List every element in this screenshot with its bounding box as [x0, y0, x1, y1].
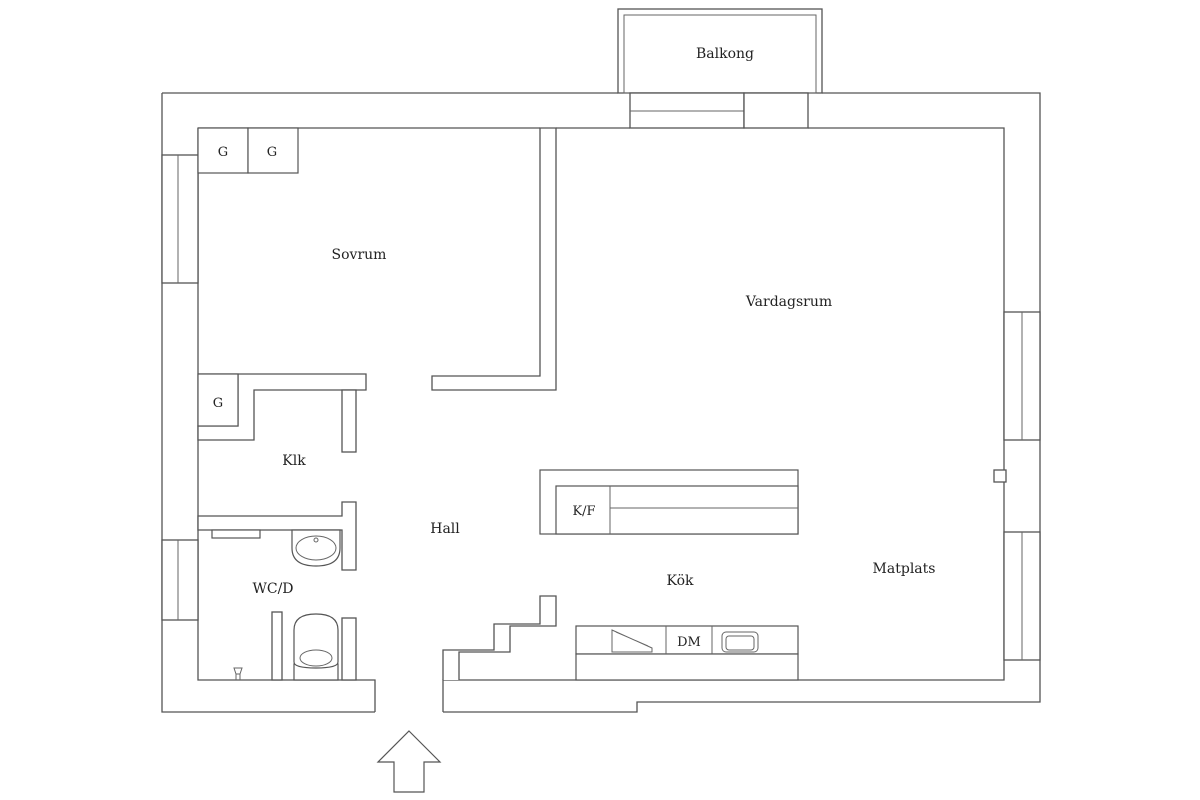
wardrobe-3 [197, 373, 239, 427]
bathroom-fixtures [211, 529, 341, 681]
sink-icon [721, 631, 759, 653]
room-label-sovrum: Sovrum [332, 247, 387, 263]
room-label-klk: Klk [282, 453, 306, 469]
room-label-hall: Hall [430, 521, 460, 537]
wardrobe-2 [247, 127, 299, 174]
towel-rail-icon [211, 529, 261, 539]
wardrobes: G G G [197, 127, 299, 427]
kitchen-counter: DM [575, 625, 799, 681]
wardrobe-1 [197, 127, 249, 174]
wardrobe-label-1: G [218, 145, 228, 160]
interior-walls [197, 127, 557, 681]
windows [161, 154, 1041, 661]
balcony [617, 8, 823, 129]
room-label-balkong: Balkong [696, 46, 754, 62]
floor-drain-icon [233, 667, 243, 680]
room-labels: Balkong Sovrum Vardagsrum Klk Hall WC/D … [252, 46, 935, 597]
entrance-arrow-icon [376, 730, 442, 793]
kitchen-island: K/F [539, 469, 799, 535]
dishwasher-label: DM [677, 635, 701, 650]
room-label-kok: Kök [667, 573, 695, 589]
room-label-wcd: WC/D [252, 581, 293, 597]
outer-walls [161, 92, 1041, 713]
fridge-freezer-label: K/F [572, 504, 595, 519]
toilet-icon [293, 613, 339, 669]
room-label-matplats: Matplats [873, 561, 936, 577]
wardrobe-label-3: G [213, 396, 223, 411]
stove-icon [611, 629, 653, 653]
room-label-vardagsrum: Vardagsrum [745, 294, 832, 310]
washbasin-icon [291, 529, 341, 567]
wardrobe-label-2: G [267, 145, 277, 160]
